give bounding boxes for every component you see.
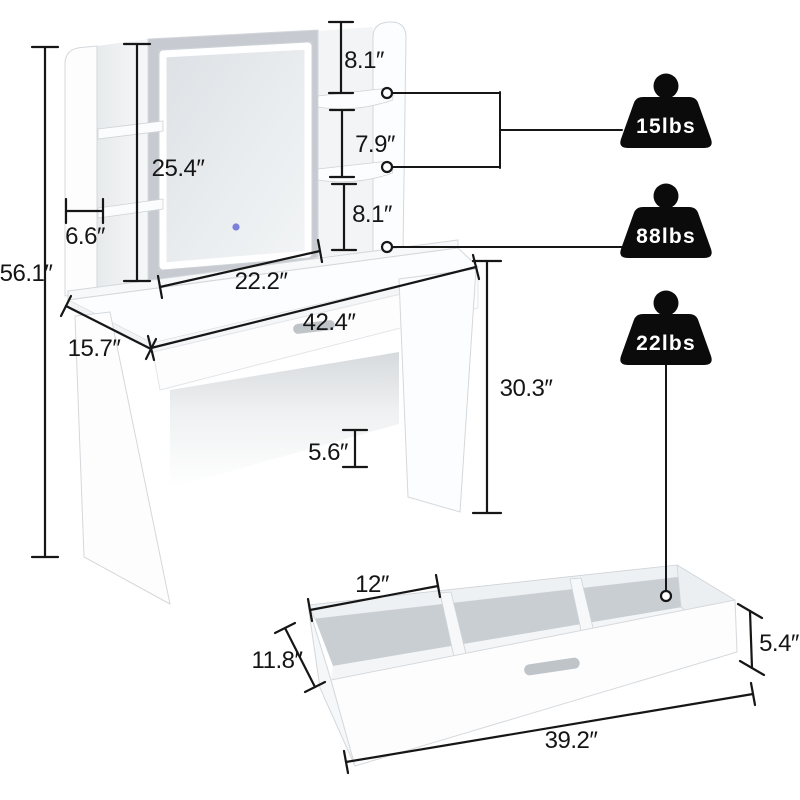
dim-side-shelf-depth-label: 6.6″ (65, 223, 106, 250)
desk-tabletop-front-edge (152, 267, 478, 352)
desktop-capacity-label: 88lbs (636, 225, 696, 248)
shelf-capacity-label: 15lbs (636, 115, 696, 138)
dim-desk-width-label: 42.4″ (303, 309, 357, 336)
hutch-right-panel (372, 21, 407, 254)
led-mirror-outline (158, 41, 313, 271)
shelf-capacity-callout: 15lbs (380, 73, 712, 174)
dim-desk-depth-label: 15.7″ (68, 335, 122, 362)
dim-total-height: 56.1″ (0, 45, 60, 559)
dim-desk-height: 30.3″ (471, 259, 554, 515)
dim-right-shelf-middle-gap-label: 7.9″ (355, 131, 396, 158)
dim-drawer-width-label: 39.2″ (545, 727, 599, 754)
dim-right-shelf-top-gap: 8.1″ (327, 20, 385, 95)
hutch-interior-right (318, 27, 373, 257)
dim-drawer-width: 39.2″ (342, 681, 757, 775)
dim-right-shelf-bottom-gap-label: 8.1″ (352, 201, 393, 228)
weight-icon-drawer: 22lbs (620, 290, 712, 365)
dim-total-height-label: 56.1″ (0, 260, 53, 287)
desk-drawer-handle (293, 320, 335, 334)
dim-mirror-height-label: 25.4″ (152, 155, 206, 182)
vanity-desk-illustration (64, 21, 480, 605)
dim-beam-clearance-label: 5.6″ (308, 439, 349, 466)
drawer-front-face (330, 599, 738, 767)
dim-drawer-compartment-width: 12″ (306, 571, 442, 623)
dim-drawer-depth-label: 11.8″ (252, 647, 304, 674)
dim-desk-height-label: 30.3″ (500, 375, 554, 402)
dim-drawer-height: 5.4″ (736, 602, 800, 677)
dimension-annotations: 56.1″ 25.4″ 6.6″ 8.1″ 7.9″ (0, 20, 800, 775)
desktop-capacity-callout: 88lbs (380, 183, 712, 258)
dim-beam-clearance: 5.6″ (308, 428, 369, 469)
shelf-anchor-dot-top (380, 86, 394, 100)
dim-right-shelf-middle-gap: 7.9″ (328, 108, 396, 179)
hutch-left-panel (64, 45, 98, 297)
hutch-left-shelf-lower (97, 198, 164, 219)
dim-drawer-compartment-width-label: 12″ (355, 571, 390, 598)
weight-icon-shelf: 15lbs (620, 73, 712, 148)
drawer-handle (524, 657, 580, 676)
desk-back-beam (170, 352, 399, 488)
dim-drawer-height-label: 5.4″ (759, 630, 800, 657)
dim-side-shelf-depth: 6.6″ (64, 197, 106, 250)
dim-desk-width: 42.4″ (146, 253, 481, 362)
storage-drawer-illustration (307, 564, 738, 767)
dim-mirror-height: 25.4″ (122, 42, 206, 283)
dim-desk-depth: 15.7″ (59, 294, 158, 362)
mirror-touch-button-icon (232, 223, 240, 231)
dim-drawer-depth: 11.8″ (252, 621, 327, 694)
drawer-capacity-callout: 22lbs (620, 290, 712, 603)
hutch-left-shelf-upper (97, 120, 164, 140)
desk-right-panel (398, 268, 477, 513)
drawer-capacity-label: 22lbs (636, 332, 696, 355)
dim-right-shelf-top-gap-label: 8.1″ (344, 47, 385, 74)
desktop-anchor-dot (380, 240, 394, 254)
drawer-anchor-dot (659, 589, 673, 603)
desk-drawer-front (152, 275, 479, 391)
drawer-interior-floor (315, 577, 689, 666)
dim-mirror-width-label: 22.2″ (235, 268, 289, 295)
shelf-anchor-dot-bottom (380, 160, 394, 174)
dim-right-shelf-bottom-gap: 8.1″ (330, 182, 393, 252)
capacity-annotations: 15lbs 88lbs 22lbs (380, 73, 712, 603)
dim-mirror-width: 22.2″ (156, 238, 324, 300)
weight-icon-desktop: 88lbs (620, 183, 712, 258)
hutch-interior-left (97, 39, 148, 294)
desk-left-panel (74, 311, 171, 605)
